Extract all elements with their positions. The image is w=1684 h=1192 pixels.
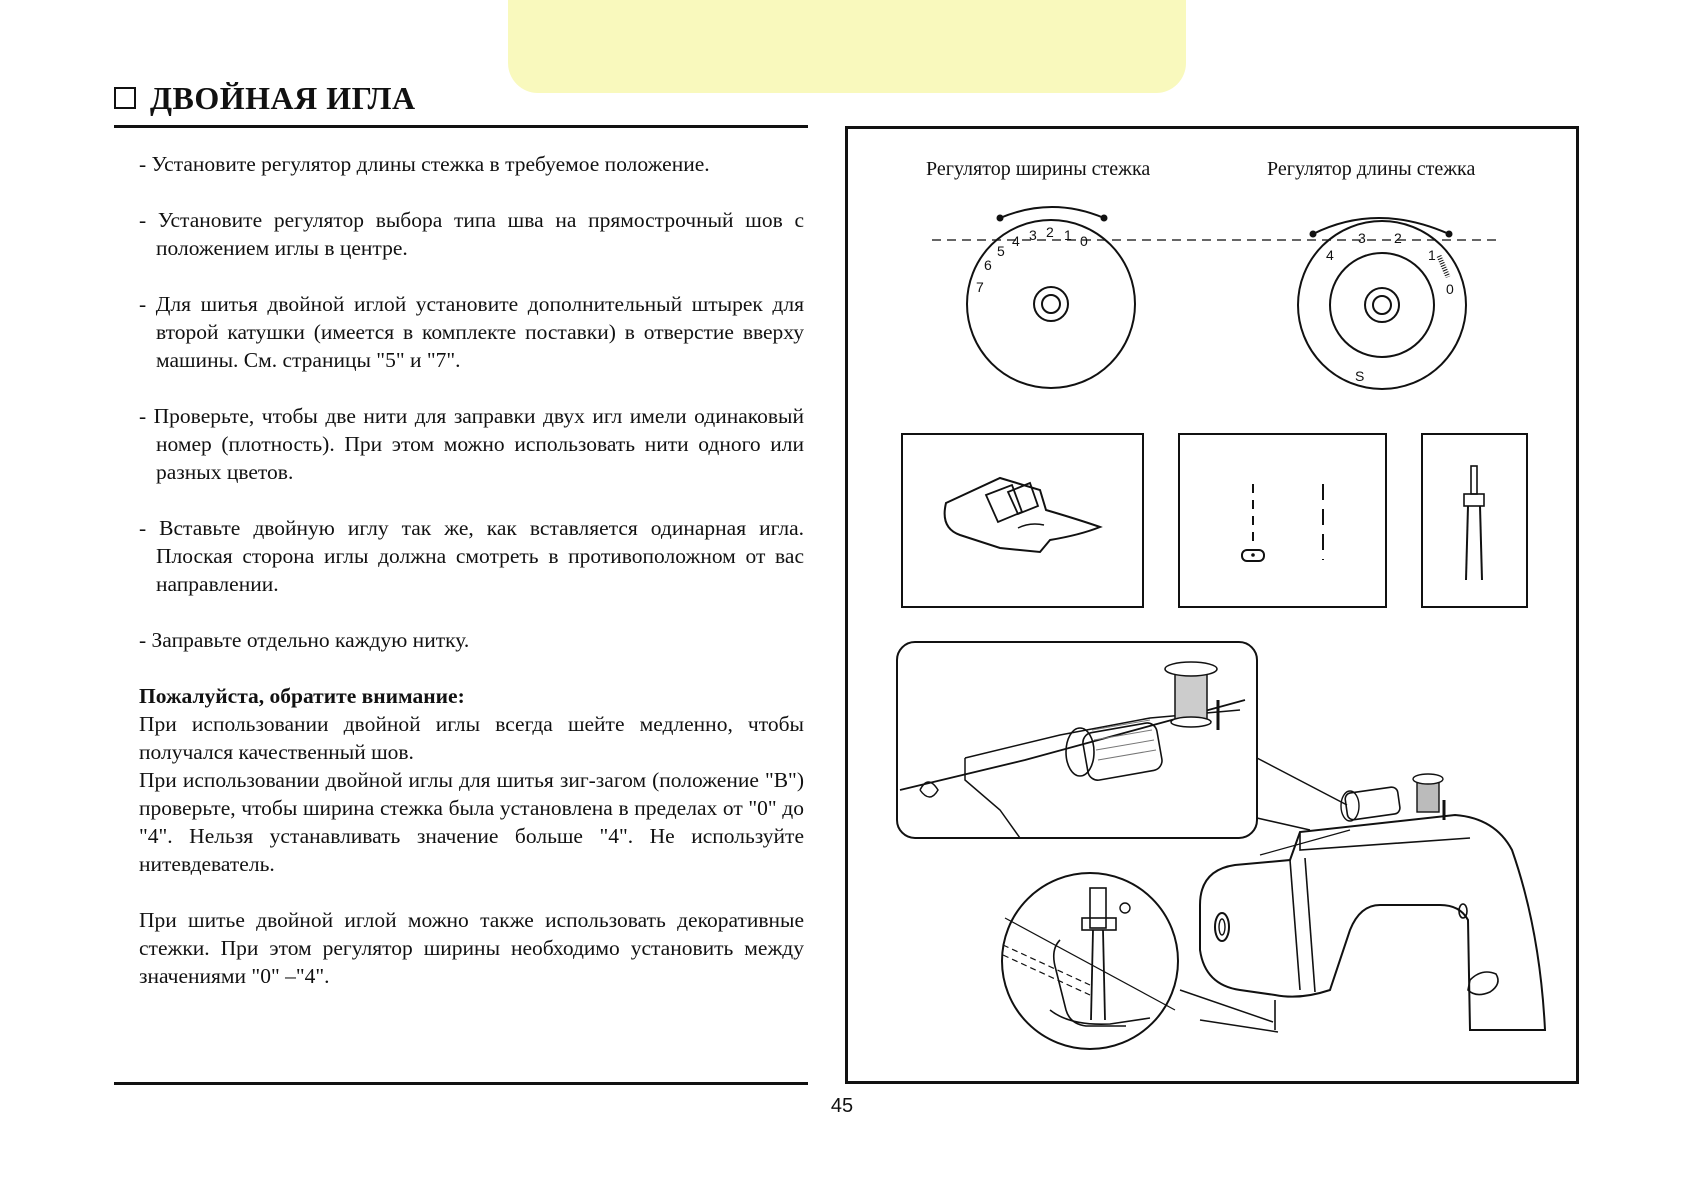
width-mark: 3 [1029, 227, 1037, 243]
presser-foot-illustration [901, 433, 1144, 608]
length-mark: 0 [1446, 281, 1454, 297]
instruction-item: - Проверьте, чтобы две нити для заправки… [139, 404, 804, 484]
header-tab-band [508, 0, 1186, 93]
note-paragraph: При использовании двойной иглы для шитья… [139, 768, 804, 876]
page-title: ДВОЙНАЯ ИГЛА [150, 79, 416, 116]
section-title-wrap: ДВОЙНАЯ ИГЛА [114, 78, 416, 118]
stitch-pattern-illustration [1178, 433, 1387, 608]
note-heading: Пожалуйста, обратите внимание: [139, 684, 465, 708]
length-mark: 3 [1358, 230, 1366, 246]
length-dial-label: Регулятор длины стежка [1267, 158, 1476, 180]
note-paragraph: При шитье двойной иглой можно также испо… [139, 908, 804, 988]
bottom-divider [114, 1082, 808, 1085]
width-mark: 5 [997, 243, 1005, 259]
instructions-column: - Установите регулятор длины стежка в тр… [139, 150, 804, 990]
length-dial-illustration: 4 3 2 1 0 S [1297, 217, 1467, 390]
page-number: 45 [830, 1095, 854, 1117]
length-mark: 2 [1394, 230, 1402, 246]
length-mark: S [1355, 368, 1364, 384]
width-dial-illustration: 7 6 5 4 3 2 1 0 [966, 206, 1136, 389]
twin-needle-illustration [1421, 433, 1528, 608]
instruction-item: - Заправьте отдельно каждую нитку. [139, 628, 470, 652]
instruction-item: - Установите регулятор длины стежка в тр… [139, 152, 710, 176]
width-mark: 2 [1046, 224, 1054, 240]
instruction-item: - Вставьте двойную иглу так же, как вста… [139, 516, 804, 596]
instruction-item: - Для шитья двойной иглой установите доп… [139, 292, 804, 372]
illustration-frame [845, 126, 1579, 1084]
width-mark: 7 [976, 279, 984, 295]
sewing-machine-illustration [1199, 773, 1547, 1031]
top-divider [114, 125, 808, 128]
checkbox-icon [114, 87, 136, 109]
width-mark: 6 [984, 257, 992, 273]
width-mark: 0 [1080, 233, 1088, 249]
width-mark: 4 [1012, 233, 1020, 249]
spool-inset-illustration [896, 641, 1258, 839]
width-mark: 1 [1064, 227, 1072, 243]
note-paragraph: При использовании двойной иглы всегда ше… [139, 712, 804, 764]
length-mark: 4 [1326, 247, 1334, 263]
needle-closeup-illustration [1001, 872, 1179, 1050]
width-dial-label: Регулятор ширины стежка [926, 158, 1151, 180]
instruction-item: - Установите регулятор выбора типа шва н… [139, 208, 804, 260]
length-mark: 1 [1428, 247, 1436, 263]
